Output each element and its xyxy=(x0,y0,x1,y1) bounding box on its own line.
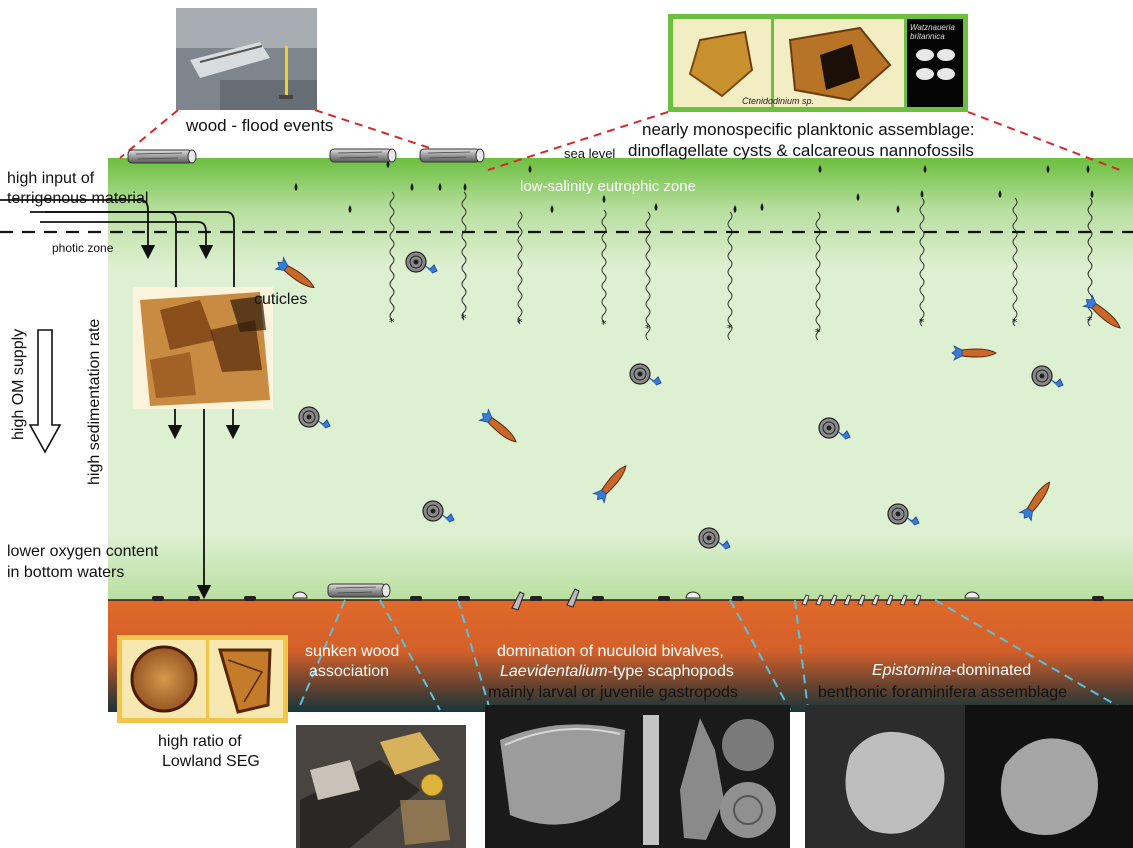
photic-zone-label: photic zone xyxy=(52,241,114,255)
nuculoid-icon xyxy=(530,596,542,601)
svg-text:*: * xyxy=(461,312,467,325)
sea-level-label: sea level xyxy=(564,146,615,161)
log-icon xyxy=(330,149,396,162)
epistomina-rest: -dominated xyxy=(951,662,1031,679)
nuculoid-icon xyxy=(658,596,670,601)
nuculoid-icon xyxy=(1092,596,1104,601)
ctenidodinium-caption: Ctenidodinium sp. xyxy=(742,96,814,106)
sunken-wood-photo xyxy=(296,725,466,848)
lowland-seg-photo xyxy=(117,635,288,723)
watznaueria-caption-line1: Watznaueria xyxy=(910,23,955,32)
foraminifera-label: benthonic foraminifera assemblage xyxy=(818,684,1067,701)
bivalve-scaphopod-photo xyxy=(485,705,790,848)
svg-text:*: * xyxy=(727,322,733,335)
wood-photo xyxy=(176,8,317,110)
nuculoid-label-line2: Laevidentalium-type scaphopods xyxy=(500,663,734,680)
svg-text:*: * xyxy=(517,316,523,329)
svg-text:*: * xyxy=(919,316,925,329)
wood-flood-label: wood - flood events xyxy=(185,116,333,135)
high-input-label-line1: high input of xyxy=(7,170,95,187)
svg-text:*: * xyxy=(645,322,651,335)
log-icon xyxy=(420,149,484,162)
nuculoid-label-line1: domination of nuculoid bivalves, xyxy=(497,643,724,660)
svg-text:*: * xyxy=(389,316,395,329)
lower-oxygen-label-line2: in bottom waters xyxy=(7,564,124,581)
lowland-seg-label-line2: Lowland SEG xyxy=(162,753,260,770)
log-icon xyxy=(328,584,390,597)
nuculoid-icon xyxy=(410,596,422,601)
scaphopods-text: -type scaphopods xyxy=(608,663,734,680)
plankton-label-line1: nearly monospecific planktonic assemblag… xyxy=(642,120,975,139)
om-supply-arrow-icon xyxy=(30,330,60,452)
nuculoid-icon xyxy=(732,596,744,601)
nuculoid-icon xyxy=(244,596,256,601)
svg-text:*: * xyxy=(601,318,607,331)
om-supply-label: high OM supply xyxy=(10,329,27,440)
epistomina-italic: Epistomina xyxy=(872,662,951,679)
epistomina-label: Epistomina-dominated xyxy=(872,662,1031,679)
cuticles-photo xyxy=(133,287,273,409)
sedimentation-rate-label: high sedimentation rate xyxy=(86,319,103,485)
nuculoid-icon xyxy=(152,596,164,601)
plankton-label-line2: dinoflagellate cysts & calcareous nannof… xyxy=(628,141,974,160)
nuculoid-icon xyxy=(592,596,604,601)
low-salinity-label: low-salinity eutrophic zone xyxy=(520,178,696,195)
laevidentalium-italic: Laevidentalium xyxy=(500,663,608,680)
svg-text:*: * xyxy=(815,326,821,339)
svg-text:*: * xyxy=(1012,316,1018,329)
sunken-wood-label-line2: association xyxy=(309,663,389,680)
lowland-seg-label-line1: high ratio of xyxy=(158,733,242,750)
foraminifera-photo xyxy=(805,705,1133,848)
svg-text:*: * xyxy=(1087,314,1093,327)
nuculoid-icon xyxy=(188,596,200,601)
nuculoid-label-line3: mainly larval or juvenile gastropods xyxy=(488,684,738,701)
lower-oxygen-label-line1: lower oxygen content xyxy=(7,543,159,560)
watznaueria-caption-line2: britannica xyxy=(910,32,945,41)
high-input-label-line2: terrigenous material xyxy=(7,190,148,207)
log-icon xyxy=(128,150,196,163)
nuculoid-icon xyxy=(458,596,470,601)
cuticles-label: cuticles xyxy=(254,291,307,308)
sunken-wood-label-line1: sunken wood xyxy=(305,643,399,660)
